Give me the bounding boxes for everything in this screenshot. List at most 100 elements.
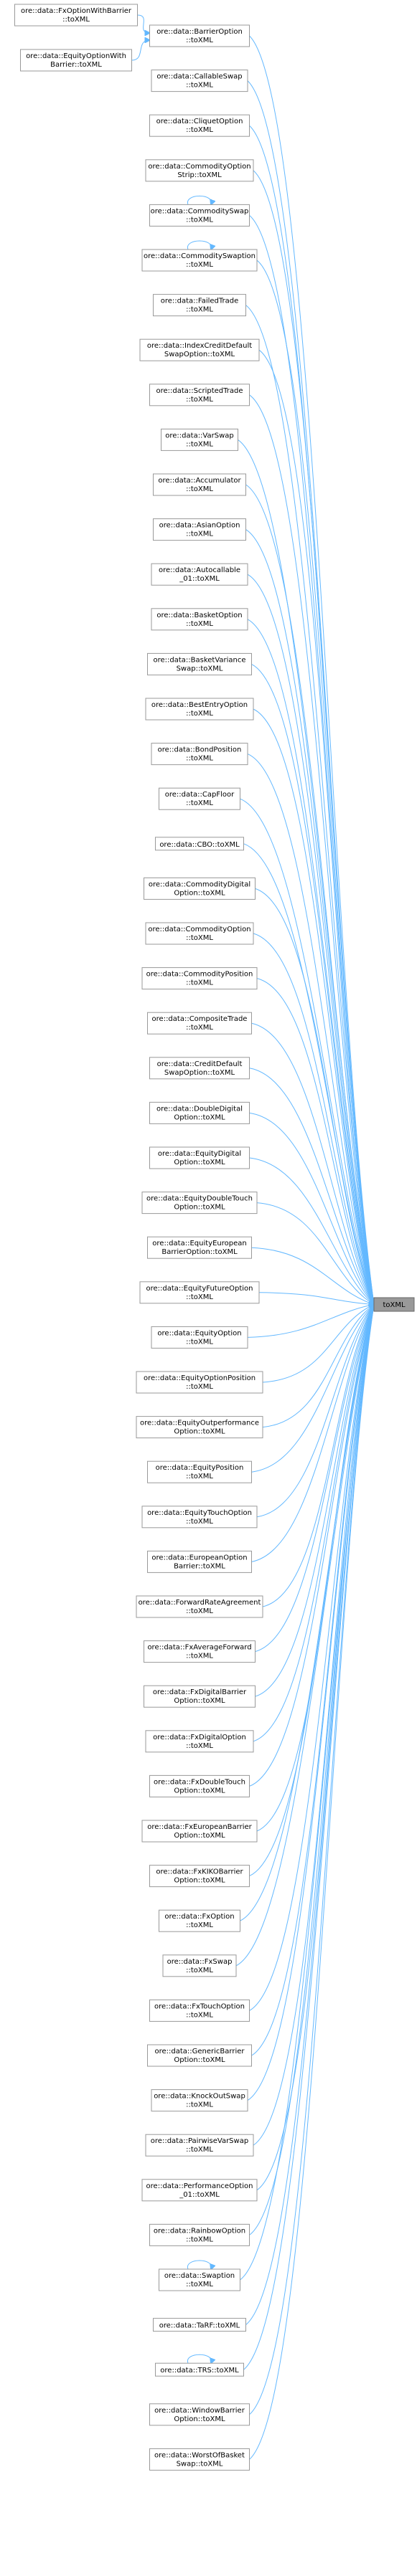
caller-node[interactable]: ore::data::FxTouchOption::toXML — [149, 1999, 250, 2022]
caller-node[interactable]: ore::data::EquityOutperformanceOption::t… — [136, 1416, 263, 1439]
caller-node[interactable]: ore::data::RainbowOption::toXML — [149, 2223, 250, 2246]
caller-node[interactable]: ore::data::Autocallable_01::toXML — [151, 563, 248, 586]
call-edge — [253, 1305, 374, 2146]
call-edge — [137, 14, 150, 33]
caller-node-label-line: ore::data::CommoditySwap — [151, 207, 249, 215]
caller-node[interactable]: ore::data::PairwiseVarSwap::toXML — [145, 2134, 254, 2157]
extra-caller-node[interactable]: ore::data::FxOptionWithBarrier::toXML — [14, 4, 138, 27]
call-edge — [256, 1202, 374, 1305]
caller-node[interactable]: ore::data::VarSwap::toXML — [161, 428, 238, 451]
caller-node-box — [149, 384, 250, 407]
caller-node[interactable]: ore::data::TaRF::toXML — [153, 2318, 246, 2332]
caller-node[interactable]: ore::data::FxSwap::toXML — [162, 1954, 237, 1977]
caller-node-box — [139, 1281, 260, 1304]
call-edge — [245, 1305, 375, 2325]
caller-node-label-line: ore::data::CreditDefault — [157, 1060, 243, 1068]
caller-node[interactable]: ore::data::EquityTouchOption::toXML — [141, 1506, 258, 1529]
caller-node[interactable]: ore::data::BestEntryOption::toXML — [145, 698, 254, 721]
caller-node[interactable]: ore::data::BondPosition::toXML — [151, 743, 248, 766]
extra-caller-node-box — [20, 49, 132, 72]
caller-node[interactable]: ore::data::IndexCreditDefaultSwapOption:… — [139, 338, 260, 361]
caller-node[interactable]: ore::data::AsianOption::toXML — [153, 518, 246, 541]
caller-node-label-line: ore::data::FxKIKOBarrier — [156, 1868, 243, 1876]
caller-node-box — [149, 1101, 250, 1124]
caller-node[interactable]: ore::data::FailedTrade::toXML — [153, 294, 246, 317]
call-edge — [249, 1305, 375, 2460]
caller-node[interactable]: ore::data::CBO::toXML — [155, 837, 244, 851]
caller-node[interactable]: ore::data::CliquetOption::toXML — [149, 114, 250, 137]
extra-caller-node[interactable]: ore::data::EquityOptionWithBarrier::toXM… — [20, 49, 132, 72]
caller-node-label-line: ::toXML — [186, 2011, 213, 2019]
caller-node[interactable]: ore::data::EquityOptionPosition::toXML — [136, 1371, 263, 1394]
caller-node-box — [141, 1820, 258, 1843]
caller-node[interactable]: ore::data::CompositeTrade::toXML — [147, 1012, 252, 1035]
caller-node[interactable]: ore::data::CommodityOption::toXML — [145, 922, 254, 945]
call-edge — [131, 40, 150, 61]
caller-node[interactable]: ore::data::KnockOutSwap::toXML — [151, 2089, 248, 2112]
caller-node[interactable]: ore::data::ScriptedTrade::toXML — [149, 384, 250, 407]
caller-node[interactable]: ore::data::EquityOption::toXML — [151, 1326, 248, 1349]
caller-node[interactable]: ore::data::BasketOption::toXML — [151, 608, 248, 631]
caller-node-label-line: ore::data::WorstOfBasket — [154, 2451, 245, 2459]
call-edge — [251, 1305, 375, 1562]
caller-node-label-line: ore::data::Swaption — [164, 2272, 235, 2280]
target-node[interactable]: toXML — [373, 1297, 415, 1312]
self-call-edge — [187, 2354, 211, 2363]
caller-node[interactable]: ore::data::EquityPosition::toXML — [147, 1460, 252, 1483]
call-edge — [247, 754, 374, 1305]
target-node-box — [373, 1297, 415, 1312]
caller-node-label-line: ore::data::GenericBarrier — [154, 2048, 245, 2055]
caller-node[interactable]: ore::data::TRS::toXML — [155, 2362, 244, 2377]
caller-node[interactable]: ore::data::FxEuropeanBarrierOption::toXM… — [141, 1820, 258, 1843]
caller-node[interactable]: ore::data::CapFloor::toXML — [159, 787, 240, 810]
caller-node[interactable]: ore::data::CommoditySwaption::toXML — [141, 249, 258, 272]
caller-node-box — [145, 698, 254, 721]
caller-node-label-line: BarrierOption::toXML — [161, 1248, 238, 1256]
caller-node[interactable]: ore::data::PerformanceOption_01::toXML — [141, 2179, 258, 2202]
call-edge — [253, 708, 374, 1305]
caller-node[interactable]: ore::data::CreditDefaultSwapOption::toXM… — [149, 1057, 250, 1080]
caller-node[interactable]: ore::data::FxAverageForward::toXML — [144, 1640, 256, 1663]
call-edge — [256, 978, 374, 1305]
caller-node[interactable]: ore::data::FxOption::toXML — [159, 1909, 240, 1932]
caller-node[interactable]: ore::data::BarrierOption::toXML — [149, 24, 250, 47]
call-edge — [255, 1305, 375, 1697]
caller-node-label-line: ore::data::CommodityOption — [148, 926, 250, 933]
caller-node-label-line: ore::data::FxTouchOption — [154, 2002, 245, 2010]
caller-node-label-line: ::toXML — [186, 1967, 213, 1974]
caller-node[interactable]: ore::data::Accumulator::toXML — [153, 473, 246, 496]
caller-node-label-line: ore::data::EquityOptionPosition — [144, 1374, 256, 1382]
caller-node[interactable]: ore::data::FxDigitalOption::toXML — [145, 1730, 254, 1753]
caller-node-box — [159, 1909, 240, 1932]
caller-node-label-line: ::toXML — [186, 396, 213, 404]
extra-caller-node-label-line: ::toXML — [62, 16, 90, 24]
call-edge — [256, 1305, 374, 1518]
caller-node[interactable]: ore::data::CallableSwap::toXML — [151, 70, 248, 92]
target-node-label: toXML — [383, 1301, 406, 1309]
caller-node-box — [141, 1506, 258, 1529]
caller-node-box — [149, 2403, 250, 2426]
caller-node[interactable]: ore::data::CommodityPosition::toXML — [141, 967, 258, 990]
caller-node-box — [149, 1774, 250, 1797]
caller-node-label-line: ore::data::WindowBarrier — [154, 2407, 245, 2415]
call-edge — [249, 35, 375, 1305]
caller-node[interactable]: ore::data::EquityFutureOption::toXML — [139, 1281, 260, 1304]
caller-node-box — [155, 837, 244, 851]
caller-node[interactable]: ore::data::CommoditySwap::toXML — [149, 204, 250, 227]
caller-node[interactable]: ore::data::Swaption::toXML — [159, 2268, 240, 2291]
caller-node[interactable]: ore::data::EquityDoubleTouchOption::toXM… — [141, 1192, 258, 1215]
caller-node[interactable]: ore::data::EquityEuropeanBarrierOption::… — [147, 1236, 252, 1259]
caller-node[interactable]: ore::data::ForwardRateAgreement::toXML — [136, 1595, 263, 1618]
